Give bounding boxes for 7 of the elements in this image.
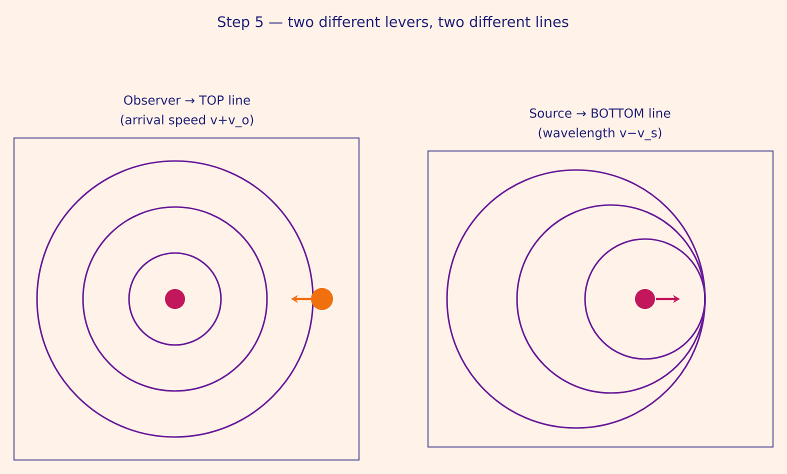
panel-frame	[14, 138, 360, 460]
panel-heading: Observer → TOP line	[124, 95, 250, 105]
panel-heading: (wavelength v−v_s)	[538, 128, 662, 140]
title: Step 5 — two different levers, two different lines	[218, 16, 568, 30]
panel-heading: (arrival speed v+v_o)	[120, 114, 254, 128]
panel-frame	[428, 150, 774, 448]
panel-heading: Source → BOTTOM line	[530, 108, 670, 118]
